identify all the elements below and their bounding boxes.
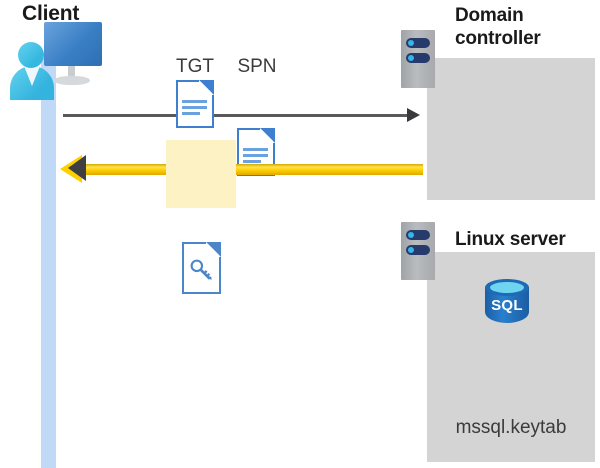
document-with-key-icon [182, 242, 221, 294]
user-with-monitor-icon [10, 22, 102, 100]
tgt-document-icon [176, 80, 214, 128]
ticket-highlight-box [166, 140, 236, 208]
client-label: Client [22, 2, 80, 25]
linux-server-rack-icon [401, 222, 435, 280]
sql-database-icon: SQL [485, 279, 529, 331]
domain-controller-panel [427, 58, 595, 200]
tgt-label: TGT [176, 56, 214, 77]
request-arrow-line [63, 114, 410, 117]
keytab-filename-label: mssql.keytab [455, 417, 567, 438]
domain-controller-label-line1: Domain [455, 5, 524, 26]
person-head-icon [18, 42, 44, 68]
monitor-base-icon [54, 76, 90, 85]
response-arrow-line [73, 164, 423, 175]
monitor-screen-icon [44, 22, 102, 66]
response-arrow-head-icon [68, 155, 86, 181]
domain-controller-label: Domain controller [455, 4, 585, 50]
request-arrow-head-icon [407, 108, 420, 122]
domain-controller-label-line2: controller [455, 28, 541, 49]
rack-bay-icon [406, 245, 430, 255]
rack-bay-icon [406, 230, 430, 240]
rack-bay-icon [406, 53, 430, 63]
client-lifeline [41, 58, 56, 468]
spn-label: SPN [237, 56, 277, 77]
monitor-neck-icon [68, 66, 75, 78]
domain-controller-server-rack-icon [401, 30, 435, 88]
rack-bay-icon [406, 38, 430, 48]
linux-server-label: Linux server [455, 229, 566, 250]
key-icon [190, 259, 212, 281]
sql-database-label: SQL [491, 297, 523, 314]
